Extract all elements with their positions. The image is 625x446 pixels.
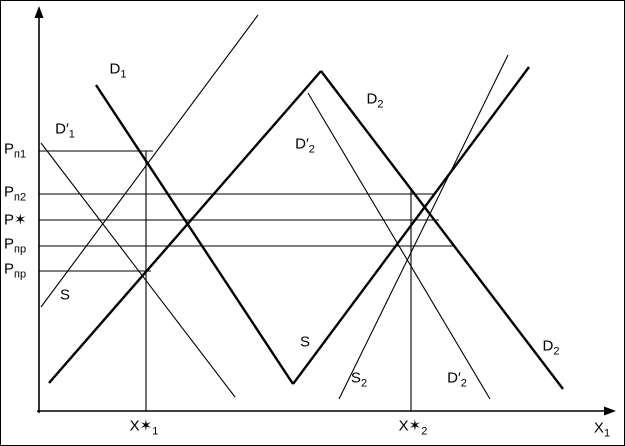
curve-D2-prime [307,92,491,400]
curve-S2 [338,54,509,400]
curve-S-right [292,66,530,385]
x-axis-arrowhead-icon [604,406,616,416]
curve-D1 [94,84,295,385]
curve-S-left [48,70,322,384]
curve-D2 [320,70,564,390]
curve-S-thin [40,14,259,308]
curve-D1-prime [40,142,236,398]
y-axis-arrowhead-icon [34,6,44,18]
